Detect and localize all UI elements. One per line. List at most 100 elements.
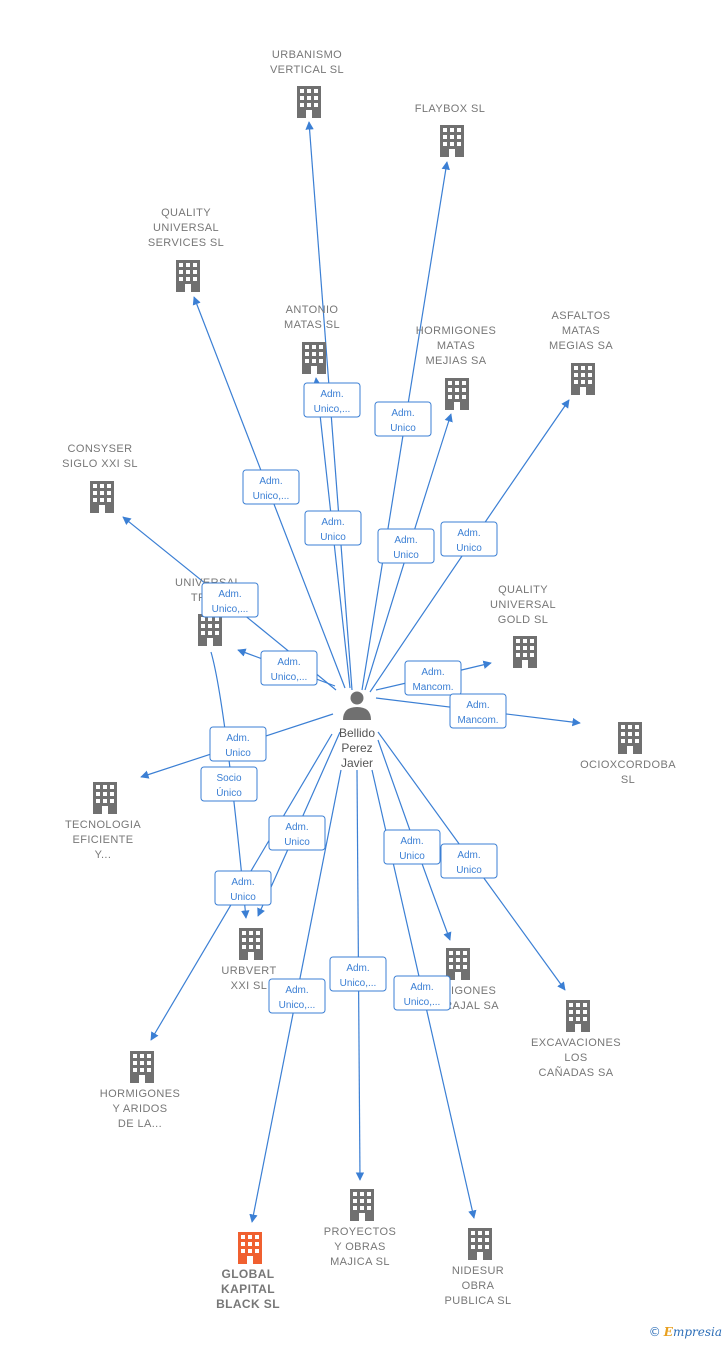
edge-label-line: Unico [320,532,346,543]
company-label-line: URBANISMO [272,49,342,61]
company-label-line: Y ARIDOS [113,1103,168,1115]
edge-label-urbanismo[interactable]: Adm.Unico,... [303,382,361,418]
edge-label-hormigones_mejias[interactable]: Adm.Unico [377,528,435,564]
edge-label-universal_tru[interactable]: Adm. Unico,... [260,650,318,686]
company-label-line: UNIVERSAL [490,599,556,611]
building-icon [513,636,537,668]
company-label-line: GLOBAL [221,1267,274,1281]
edge-label-line: Socio [216,773,241,784]
company-label-line: EFICIENTE [72,834,133,846]
building-icon [440,125,464,157]
building-icon [238,1232,262,1264]
edge-label-line: Adm. [400,836,423,847]
company-label-line: GOLD SL [498,614,549,626]
edge-label-global[interactable]: Adm. Unico,... [268,978,326,1014]
company-label-line: SL [621,774,635,786]
edge-label-hormigones_tarajal[interactable]: Adm. Unico [383,829,441,865]
company-label-line: URBVERT [221,965,276,977]
edge-label-line: Mancom. [457,715,498,726]
company-label-line: ANTONIO [286,304,339,316]
building-icon [566,1000,590,1032]
company-label-line: HORMIGONES [100,1088,180,1100]
company-label-line: BLACK SL [216,1297,280,1311]
company-label-line: KAPITAL [221,1282,275,1296]
edge-label-quality_services[interactable]: Adm. Unico,... [242,469,300,505]
company-label-line: MEGIAS SA [549,340,613,352]
edge-label-flaybox[interactable]: Adm.Unico [374,401,432,437]
company-label-line: FLAYBOX SL [415,103,485,115]
edge-label-line: Unico,... [212,604,249,615]
company-label-line: DE LA... [118,1118,162,1130]
company-node-flaybox[interactable]: FLAYBOX SL [415,103,485,157]
company-node-tecnologia[interactable]: TECNOLOGIAEFICIENTEY... [65,782,141,861]
edge-label-tecnologia[interactable]: Adm.Unico [209,726,267,762]
edge-label-excavaciones[interactable]: Adm.Unico [440,843,498,879]
building-icon [302,342,326,374]
edge-label-line: Adm. [259,476,282,487]
edge-label-asfaltos[interactable]: Adm.Unico [440,521,498,557]
edge-label-line: Unico [390,423,416,434]
edge-label-line: Unico [284,837,310,848]
building-icon [350,1189,374,1221]
edge-label-line: Adm. [285,985,308,996]
edge-label-line: Adm. [457,850,480,861]
company-label-line: HORMIGONES [416,325,496,337]
building-icon [130,1051,154,1083]
edge-label-antonio[interactable]: Adm.Unico [304,510,362,546]
building-icon [90,481,114,513]
edge-label-line: Unico,... [271,672,308,683]
building-icon [297,86,321,118]
company-label-line: SERVICES SL [148,237,224,249]
company-label-line: OBRA [462,1280,495,1292]
company-node-hormigones_aridos[interactable]: HORMIGONES Y ARIDOS DE LA... [100,1051,180,1130]
edge-label-line: Adm. [277,657,300,668]
building-icon [468,1228,492,1260]
building-icon [93,782,117,814]
edge-label-line: Unico,... [253,491,290,502]
company-label-line: Y... [95,849,112,861]
edge-label-line: Unico [399,851,425,862]
edge-label-line: Unico,... [404,997,441,1008]
edge-label-line: Adm. [285,822,308,833]
building-icon [446,948,470,980]
edge-label-line: Unico,... [340,978,377,989]
edge-label-ocioxcordoba[interactable]: Adm.Mancom. [449,693,507,729]
empresia-logo[interactable]: ©Empresia [648,1325,722,1339]
company-label-line: PROYECTOS [324,1226,396,1238]
edge-label-line: Unico,... [279,1000,316,1011]
person-name-line: Perez [341,741,372,755]
person-name-line: Javier [341,756,373,770]
building-icon [239,928,263,960]
person-icon [343,691,371,720]
edge-label-hormigones_aridos[interactable]: Adm.Unico [214,870,272,906]
edge-label-quality_gold[interactable]: Adm.Mancom. [404,660,462,696]
copyright-icon: © [648,1325,661,1339]
edge-label-consyser[interactable]: Adm.Unico,... [201,582,259,618]
edge-label-urbvert[interactable]: Adm. Unico [268,815,326,851]
edge-label-proyectos[interactable]: Adm. Unico,... [329,956,387,992]
company-label-line: EXCAVACIONES [531,1037,621,1049]
edge-label-line: Adm. [346,963,369,974]
company-label-line: MATAS [562,325,600,337]
edge-label-nidesur[interactable]: Adm.Unico,... [393,975,451,1011]
edge-label-line: Unico [225,748,251,759]
edge-label-line: Adm. [394,535,417,546]
edge-label-line: Adm. [457,528,480,539]
